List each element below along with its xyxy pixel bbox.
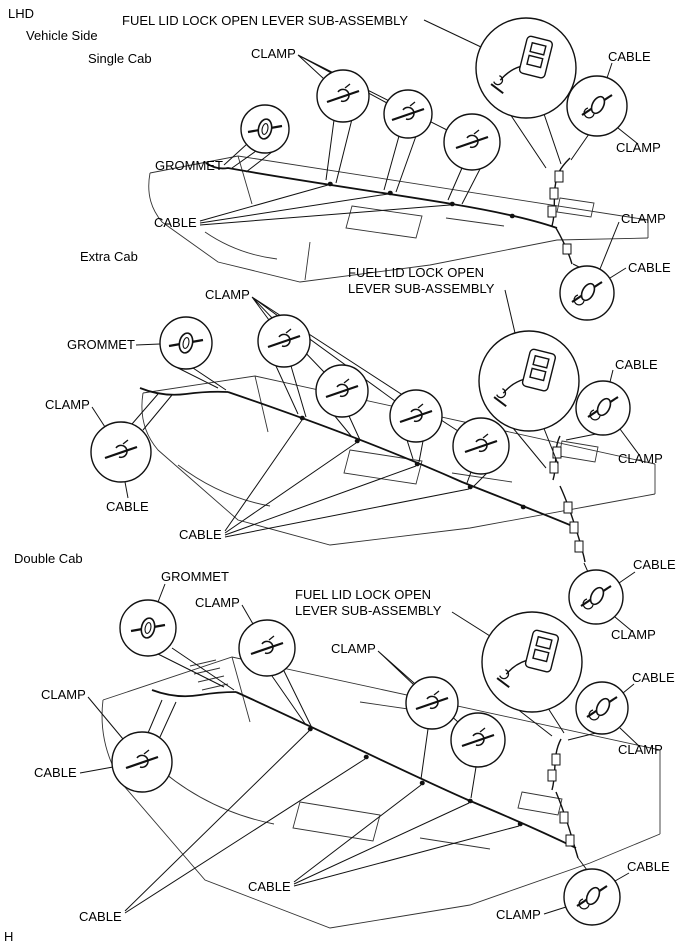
label-cable: CABLE [106,499,149,514]
connector [554,170,564,183]
label-cable: CABLE [79,909,122,924]
leader-line-assembly [423,19,482,48]
label-clamp: CLAMP [621,211,666,226]
single-cab-bed-outline [148,155,649,283]
label-fuel-lid-lock-assembly-line1: FUEL LID LOCK OPEN [295,587,432,602]
leader-line-cable-right-top [606,62,613,79]
leader-line-cable-bottom [224,419,470,538]
label-clamp: CLAMP [41,687,86,702]
connector [547,769,557,782]
label-cable: CABLE [34,765,77,780]
clamp-points [299,415,526,510]
callout-circle-lever-assembly [475,17,577,119]
label-clamp: CLAMP [611,627,656,642]
leader-line-cable-right-2 [609,267,627,279]
connector [559,811,569,824]
leader-line-clamp-right-2 [614,616,634,633]
label-clamp: CLAMP [618,451,663,466]
leader-line-clamp-right-1 [619,727,641,748]
connector [569,521,579,534]
leader-line-clamp-right-1 [619,428,641,457]
label-grommet: GROMMET [155,158,223,173]
leader-line-cable-right-1 [609,369,614,383]
label-clamp: CLAMP [195,595,240,610]
cable-path-left [151,689,237,698]
single-cab-art [148,17,649,321]
page-footer-mark: H [4,929,14,944]
leader-line-cable-right-2 [614,872,630,882]
leader-line-grommet [223,143,248,166]
leader-line-assembly [451,611,491,637]
label-clamp: CLAMP [251,46,296,61]
leader-line-clamp-right-2 [599,221,620,270]
leader-line-cable-left [199,184,451,226]
label-cable: CABLE [179,527,222,542]
callout-pointer-lines [147,647,597,871]
cable-path-left [139,387,229,396]
leader-line-grommet [157,583,166,603]
label-cable: CABLE [154,215,197,230]
leader-line-cable-right-2 [618,571,636,584]
label-fuel-lid-lock-assembly-line2: LEVER SUB-ASSEMBLY [295,603,442,618]
connector [562,243,572,255]
leader-line-clamp-top [241,604,254,625]
label-grommet: GROMMET [67,337,135,352]
callout-circle-lever-assembly [478,330,580,432]
label-clamp: CLAMP [616,140,661,155]
label-clamp: CLAMP [618,742,663,757]
connector [547,205,557,218]
label-cable: CABLE [628,260,671,275]
extra-cab-bed-outline [141,375,656,546]
label-clamp: CLAMP [331,641,376,656]
clamp-points [327,181,515,219]
section-title-extra-cab: Extra Cab [80,249,138,264]
callout-circle-lever-assembly [481,611,583,713]
label-clamp: CLAMP [45,397,90,412]
label-cable: CABLE [627,859,670,874]
cable-path [227,391,578,529]
leader-line-cable-bottom-mid [293,784,520,887]
connector [551,753,561,766]
connector [565,834,575,847]
label-cable: CABLE [608,49,651,64]
label-fuel-lid-lock-assembly-line1: FUEL LID LOCK OPEN [348,265,485,280]
connector [574,540,584,553]
leader-line-assembly [504,289,516,334]
leader-line-clamp-left [87,696,124,740]
label-fuel-lid-lock-assembly: FUEL LID LOCK OPEN LEVER SUB-ASSEMBLY [122,13,409,28]
leader-line-clamp-right-1 [617,127,639,145]
leader-line-cable-right-1 [622,683,635,694]
connector [552,446,562,459]
leader-line-cable-left [124,481,129,499]
section-title-single-cab: Single Cab [88,51,152,66]
label-clamp: CLAMP [205,287,250,302]
connector [549,187,559,200]
leader-line-cable-bottom-left [124,730,366,914]
leader-line-cable-left [79,766,114,774]
connector [563,501,573,514]
label-cable: CABLE [632,670,675,685]
label-clamp: CLAMP [496,907,541,922]
leader-line-clamp-left [91,406,106,428]
double-cab-art [79,583,661,929]
label-cable: CABLE [248,879,291,894]
clamp-points [307,726,523,827]
section-title-double-cab: Double Cab [14,551,83,566]
leader-line-grommet [135,343,161,346]
label-grommet: GROMMET [161,569,229,584]
leader-line-clamp-bottom-right [543,906,567,915]
drive-side-label: LHD [8,6,35,21]
cable-path [235,691,577,849]
connector [549,461,559,474]
connector-tail-down [555,791,579,859]
label-cable: CABLE [633,557,676,572]
label-fuel-lid-lock-assembly-line2: LEVER SUB-ASSEMBLY [348,281,495,296]
callout-pointer-lines [231,110,590,269]
label-cable: CABLE [615,357,658,372]
extra-cab-art [90,289,656,633]
vehicle-side-label: Vehicle Side [26,28,98,43]
callout-pointer-lines [131,365,597,573]
